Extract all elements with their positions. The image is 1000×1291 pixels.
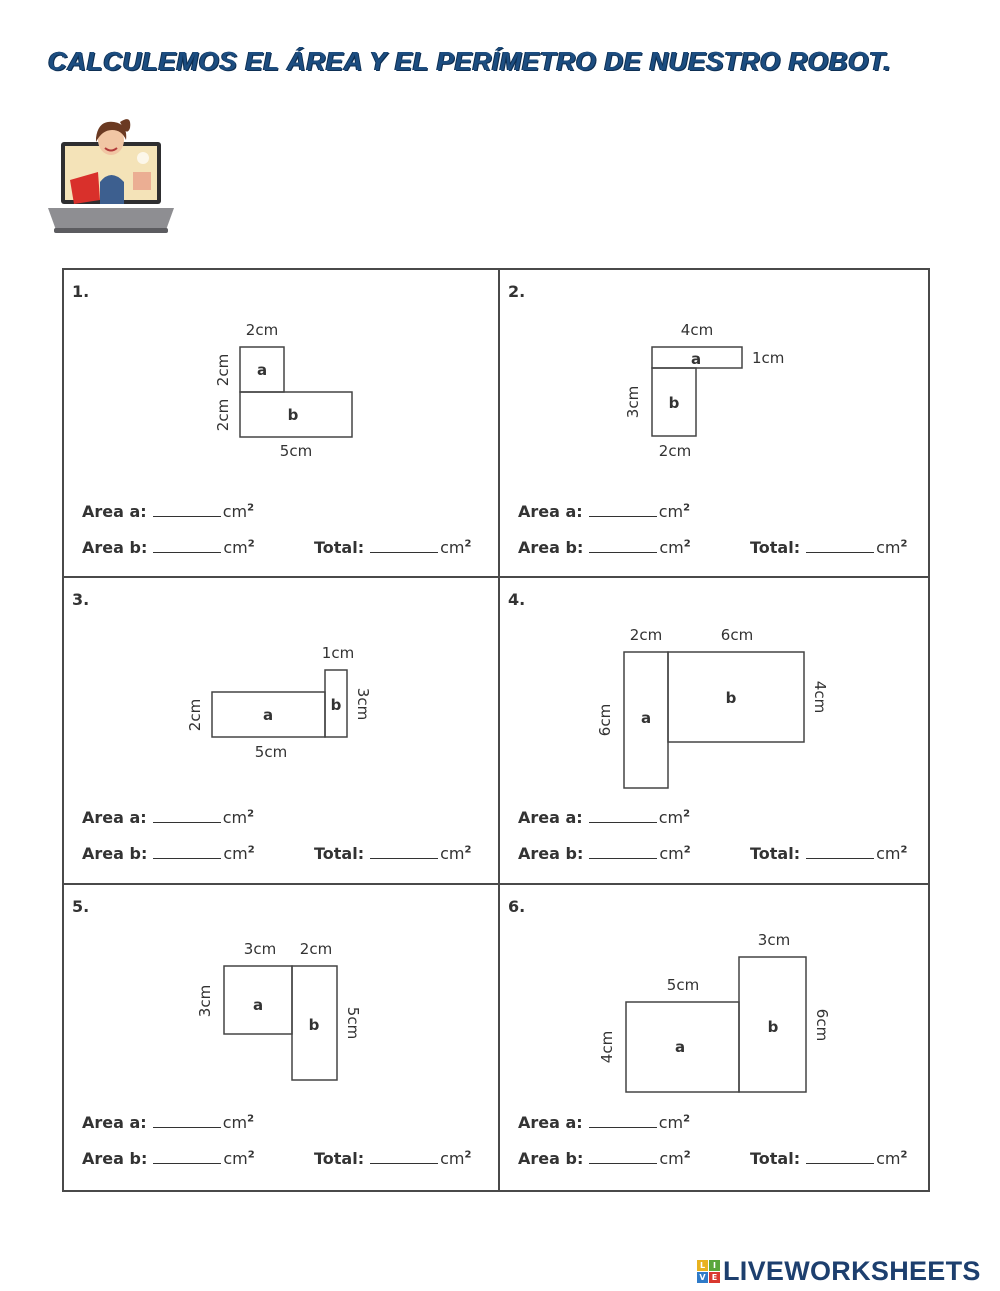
area-a-answer-blank[interactable] bbox=[152, 808, 221, 823]
svg-text:5cm: 5cm bbox=[344, 1007, 362, 1039]
svg-text:3cm: 3cm bbox=[244, 940, 276, 958]
svg-text:2cm: 2cm bbox=[214, 399, 232, 431]
svg-text:5cm: 5cm bbox=[667, 976, 699, 994]
exercise-2: 2. a b 4cm 1cm 3cm 2cm Area a:cm2 Area b… bbox=[500, 270, 930, 576]
exercise-5: 5. a b 3cm 2cm 3cm 5cm Area a:cm2 Area b… bbox=[64, 885, 498, 1190]
total-row: Total:cm2 bbox=[750, 844, 908, 863]
exercise-number: 3. bbox=[72, 590, 90, 609]
svg-text:1cm: 1cm bbox=[322, 644, 354, 662]
svg-text:4cm: 4cm bbox=[681, 321, 713, 339]
area-b-row: Area b:cm2 bbox=[518, 1149, 691, 1168]
svg-text:3cm: 3cm bbox=[354, 688, 372, 720]
teacher-bitmoji-laptop-icon bbox=[48, 119, 174, 233]
grid-divider-horizontal bbox=[64, 576, 928, 578]
live-tiles-icon: L I V E bbox=[697, 1260, 720, 1283]
grid-divider-vertical bbox=[498, 270, 500, 1190]
total-answer-blank[interactable] bbox=[806, 1149, 875, 1164]
svg-text:a: a bbox=[253, 996, 263, 1014]
area-b-row: Area b:cm2 bbox=[518, 538, 691, 557]
area-b-row: Area b:cm2 bbox=[518, 844, 691, 863]
svg-text:a: a bbox=[641, 709, 651, 727]
svg-text:2cm: 2cm bbox=[630, 626, 662, 644]
area-a-row: Area a:cm2 bbox=[82, 502, 255, 521]
area-a-answer-blank[interactable] bbox=[152, 1113, 221, 1128]
total-answer-blank[interactable] bbox=[806, 844, 875, 859]
area-b-answer-blank[interactable] bbox=[589, 1149, 658, 1164]
area-b-row: Area b:cm2 bbox=[82, 538, 255, 557]
grid-divider-horizontal bbox=[64, 883, 928, 885]
total-row: Total:cm2 bbox=[750, 1149, 908, 1168]
svg-text:3cm: 3cm bbox=[624, 386, 642, 418]
area-b-answer-blank[interactable] bbox=[589, 538, 658, 553]
logo-text: LIVEWORKSHEETS bbox=[723, 1256, 981, 1286]
exercise-number: 5. bbox=[72, 897, 90, 916]
svg-text:4cm: 4cm bbox=[811, 681, 829, 713]
svg-text:6cm: 6cm bbox=[596, 704, 614, 736]
svg-text:a: a bbox=[263, 706, 273, 724]
svg-text:5cm: 5cm bbox=[280, 442, 312, 460]
svg-text:b: b bbox=[309, 1016, 320, 1034]
total-row: Total:cm2 bbox=[314, 844, 472, 863]
area-a-answer-blank[interactable] bbox=[588, 808, 657, 823]
svg-text:2cm: 2cm bbox=[659, 442, 691, 460]
liveworksheets-logo[interactable]: L I V E LIVEWORKSHEETS bbox=[697, 1256, 981, 1287]
exercise-1: 1. a b 2cm 2cm 2cm 5cm Area a:cm2 Area b… bbox=[64, 270, 498, 576]
area-b-row: Area b:cm2 bbox=[82, 1149, 255, 1168]
area-a-row: Area a:cm2 bbox=[82, 1113, 255, 1132]
figure-4: a b 2cm 6cm 6cm 4cm bbox=[596, 626, 829, 789]
svg-text:a: a bbox=[257, 361, 267, 379]
exercise-6: 6. a b 5cm 3cm 4cm 6cm Area a:cm2 Area b… bbox=[500, 885, 930, 1190]
total-answer-blank[interactable] bbox=[370, 1149, 439, 1164]
area-b-answer-blank[interactable] bbox=[589, 844, 658, 859]
total-row: Total:cm2 bbox=[314, 538, 472, 557]
figure-6: a b 5cm 3cm 4cm 6cm bbox=[598, 931, 831, 1093]
svg-text:4cm: 4cm bbox=[598, 1031, 616, 1063]
area-a-answer-blank[interactable] bbox=[588, 1113, 657, 1128]
exercise-3: 3. a b 1cm 2cm 5cm 3cm Area a:cm2 Area b… bbox=[64, 578, 498, 883]
svg-text:6cm: 6cm bbox=[813, 1009, 831, 1041]
svg-text:b: b bbox=[726, 689, 737, 707]
svg-text:2cm: 2cm bbox=[186, 699, 204, 731]
svg-text:3cm: 3cm bbox=[758, 931, 790, 949]
figure-2: a b 4cm 1cm 3cm 2cm bbox=[624, 321, 784, 460]
total-answer-blank[interactable] bbox=[370, 844, 439, 859]
total-answer-blank[interactable] bbox=[806, 538, 875, 553]
area-b-answer-blank[interactable] bbox=[153, 844, 222, 859]
svg-text:2cm: 2cm bbox=[246, 321, 278, 339]
svg-text:b: b bbox=[288, 406, 299, 424]
area-a-row: Area a:cm2 bbox=[518, 502, 691, 521]
svg-text:3cm: 3cm bbox=[196, 985, 214, 1017]
figure-5: a b 3cm 2cm 3cm 5cm bbox=[196, 940, 362, 1081]
exercise-number: 6. bbox=[508, 897, 526, 916]
svg-text:2cm: 2cm bbox=[214, 354, 232, 386]
svg-text:b: b bbox=[768, 1018, 779, 1036]
total-row: Total:cm2 bbox=[750, 538, 908, 557]
figure-1: a b 2cm 2cm 2cm 5cm bbox=[214, 321, 353, 460]
area-a-answer-blank[interactable] bbox=[152, 502, 221, 517]
svg-text:5cm: 5cm bbox=[255, 743, 287, 761]
exercise-number: 4. bbox=[508, 590, 526, 609]
figure-3: a b 1cm 2cm 5cm 3cm bbox=[186, 644, 372, 761]
area-b-row: Area b:cm2 bbox=[82, 844, 255, 863]
area-a-answer-blank[interactable] bbox=[588, 502, 657, 517]
exercise-4: 4. a b 2cm 6cm 6cm 4cm Area a:cm2 Area b… bbox=[500, 578, 930, 883]
area-b-answer-blank[interactable] bbox=[153, 538, 222, 553]
area-b-answer-blank[interactable] bbox=[153, 1149, 222, 1164]
svg-text:b: b bbox=[331, 696, 342, 714]
total-row: Total:cm2 bbox=[314, 1149, 472, 1168]
area-a-row: Area a:cm2 bbox=[518, 808, 691, 827]
svg-text:a: a bbox=[691, 350, 701, 368]
svg-text:b: b bbox=[669, 394, 680, 412]
area-a-row: Area a:cm2 bbox=[82, 808, 255, 827]
page-title: CALCULEMOS EL ÁREA Y EL PERÍMETRO DE NUE… bbox=[48, 46, 892, 76]
svg-text:2cm: 2cm bbox=[300, 940, 332, 958]
exercise-number: 2. bbox=[508, 282, 526, 301]
svg-text:1cm: 1cm bbox=[752, 349, 784, 367]
svg-text:6cm: 6cm bbox=[721, 626, 753, 644]
svg-text:a: a bbox=[675, 1038, 685, 1056]
total-answer-blank[interactable] bbox=[370, 538, 439, 553]
exercise-grid: 1. a b 2cm 2cm 2cm 5cm Area a:cm2 Area b… bbox=[62, 268, 930, 1192]
exercise-number: 1. bbox=[72, 282, 90, 301]
area-a-row: Area a:cm2 bbox=[518, 1113, 691, 1132]
